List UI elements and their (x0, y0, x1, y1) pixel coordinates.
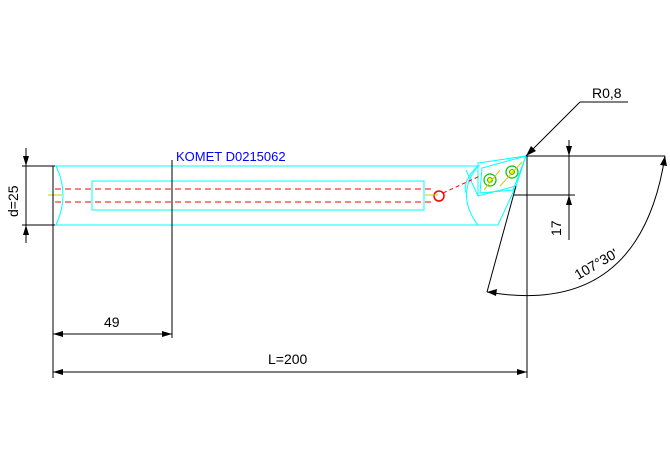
insert-inner-line (465, 169, 479, 197)
arrow-L-left (53, 369, 63, 375)
head-chip-arc (464, 165, 479, 194)
arrow-L-right (517, 369, 527, 375)
arrowheads (23, 146, 667, 375)
arrow-d-top (23, 156, 29, 166)
shank-left-arc (55, 165, 64, 226)
dim-angle-label: 107°30' (572, 245, 621, 282)
insert-outline (479, 155, 527, 194)
insert-screw-1 (483, 173, 497, 187)
dimension-lines (22, 101, 666, 378)
angle-ext-line (486, 185, 517, 293)
arrow-17-top (566, 146, 572, 156)
drawing-title: KOMET D0215062 (176, 149, 286, 164)
insert-screw-2 (505, 165, 519, 179)
arrow-49-right (162, 331, 172, 337)
radius-leader-diag (525, 101, 581, 157)
arrow-radius (526, 146, 536, 156)
flat-slot (91, 180, 425, 211)
centerlines (55, 188, 432, 203)
head-end (466, 165, 517, 226)
dim-offset-label: 49 (104, 314, 120, 330)
tool-body (55, 155, 527, 226)
arrow-49-left (53, 331, 63, 337)
dim-length-label: L=200 (268, 351, 308, 367)
arrow-17-bottom (566, 195, 572, 205)
angle-arc (486, 155, 666, 297)
coolant-port (433, 175, 481, 202)
coolant-jet (442, 175, 481, 194)
insert-screw-2-core (509, 169, 515, 175)
arrow-angle-left (487, 289, 497, 296)
coolant-hole (433, 190, 445, 202)
dim-diameter-label: d=25 (5, 185, 21, 217)
dim-radius-label: R0,8 (592, 85, 622, 101)
insert-edge-1 (483, 169, 501, 191)
cutting-insert (479, 155, 527, 194)
arrow-angle-right (660, 156, 667, 166)
arrow-d-bottom (23, 225, 29, 235)
insert-edge-2 (499, 161, 523, 187)
dim-height-label: 17 (548, 220, 564, 236)
